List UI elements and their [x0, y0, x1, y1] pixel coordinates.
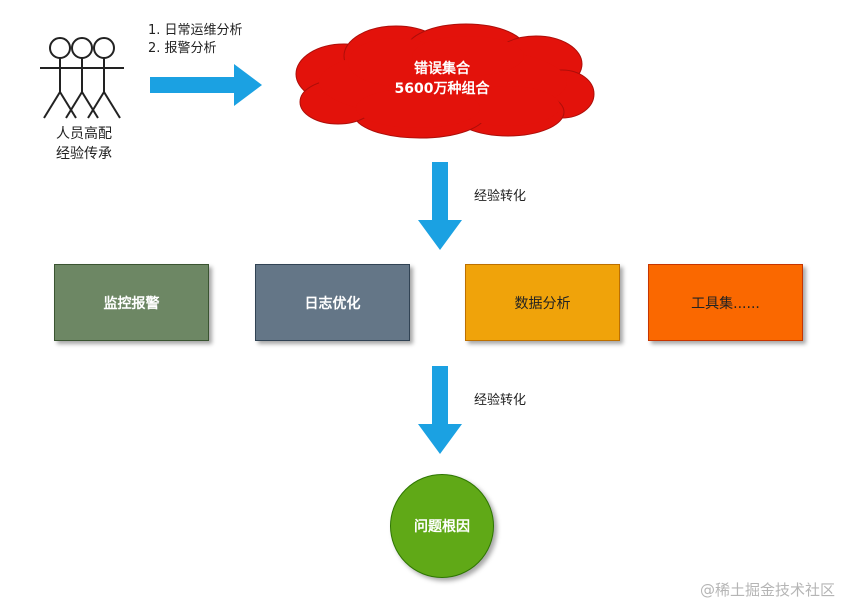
box-toolset-label: 工具集......: [691, 295, 760, 312]
box-data-analysis: 数据分析: [465, 264, 620, 341]
transform-label-2: 经验转化: [474, 393, 527, 408]
error-cloud-icon: [295, 23, 595, 139]
steps-list: 1. 日常运维分析 2. 报警分析: [148, 22, 243, 58]
watermark: @稀土掘金技术社区: [700, 581, 836, 599]
box-monitor-alert-label: 监控报警: [103, 295, 160, 312]
stick-figure-icon: [84, 37, 124, 119]
step-item-2: 2. 报警分析: [148, 41, 217, 56]
down-arrow-icon: [418, 162, 462, 250]
cloud-text: 错误集合 5600万种组合: [362, 59, 522, 99]
down-arrow-icon: [418, 366, 462, 454]
transform-label-1: 经验转化: [474, 189, 527, 204]
actors-label-line1: 人员高配: [56, 126, 112, 142]
box-log-optimize-label: 日志优化: [304, 295, 361, 312]
cloud-line-1: 错误集合: [414, 61, 470, 77]
cloud-line-2: 5600万种组合: [394, 81, 490, 97]
stick-figure-icon: [40, 37, 80, 119]
box-monitor-alert: 监控报警: [54, 264, 209, 341]
box-toolset: 工具集......: [648, 264, 803, 341]
actors-label-line2: 经验传承: [56, 146, 112, 162]
root-cause-label: 问题根因: [414, 519, 470, 535]
box-data-analysis-label: 数据分析: [514, 295, 571, 312]
box-log-optimize: 日志优化: [255, 264, 410, 341]
actors-label: 人员高配 经验传承: [34, 124, 134, 164]
stick-figure-icon: [62, 37, 102, 119]
root-cause-circle: 问题根因: [390, 474, 494, 578]
step-item-1: 1. 日常运维分析: [148, 23, 243, 38]
right-arrow-icon: [150, 64, 262, 106]
actors-group: [40, 37, 124, 119]
